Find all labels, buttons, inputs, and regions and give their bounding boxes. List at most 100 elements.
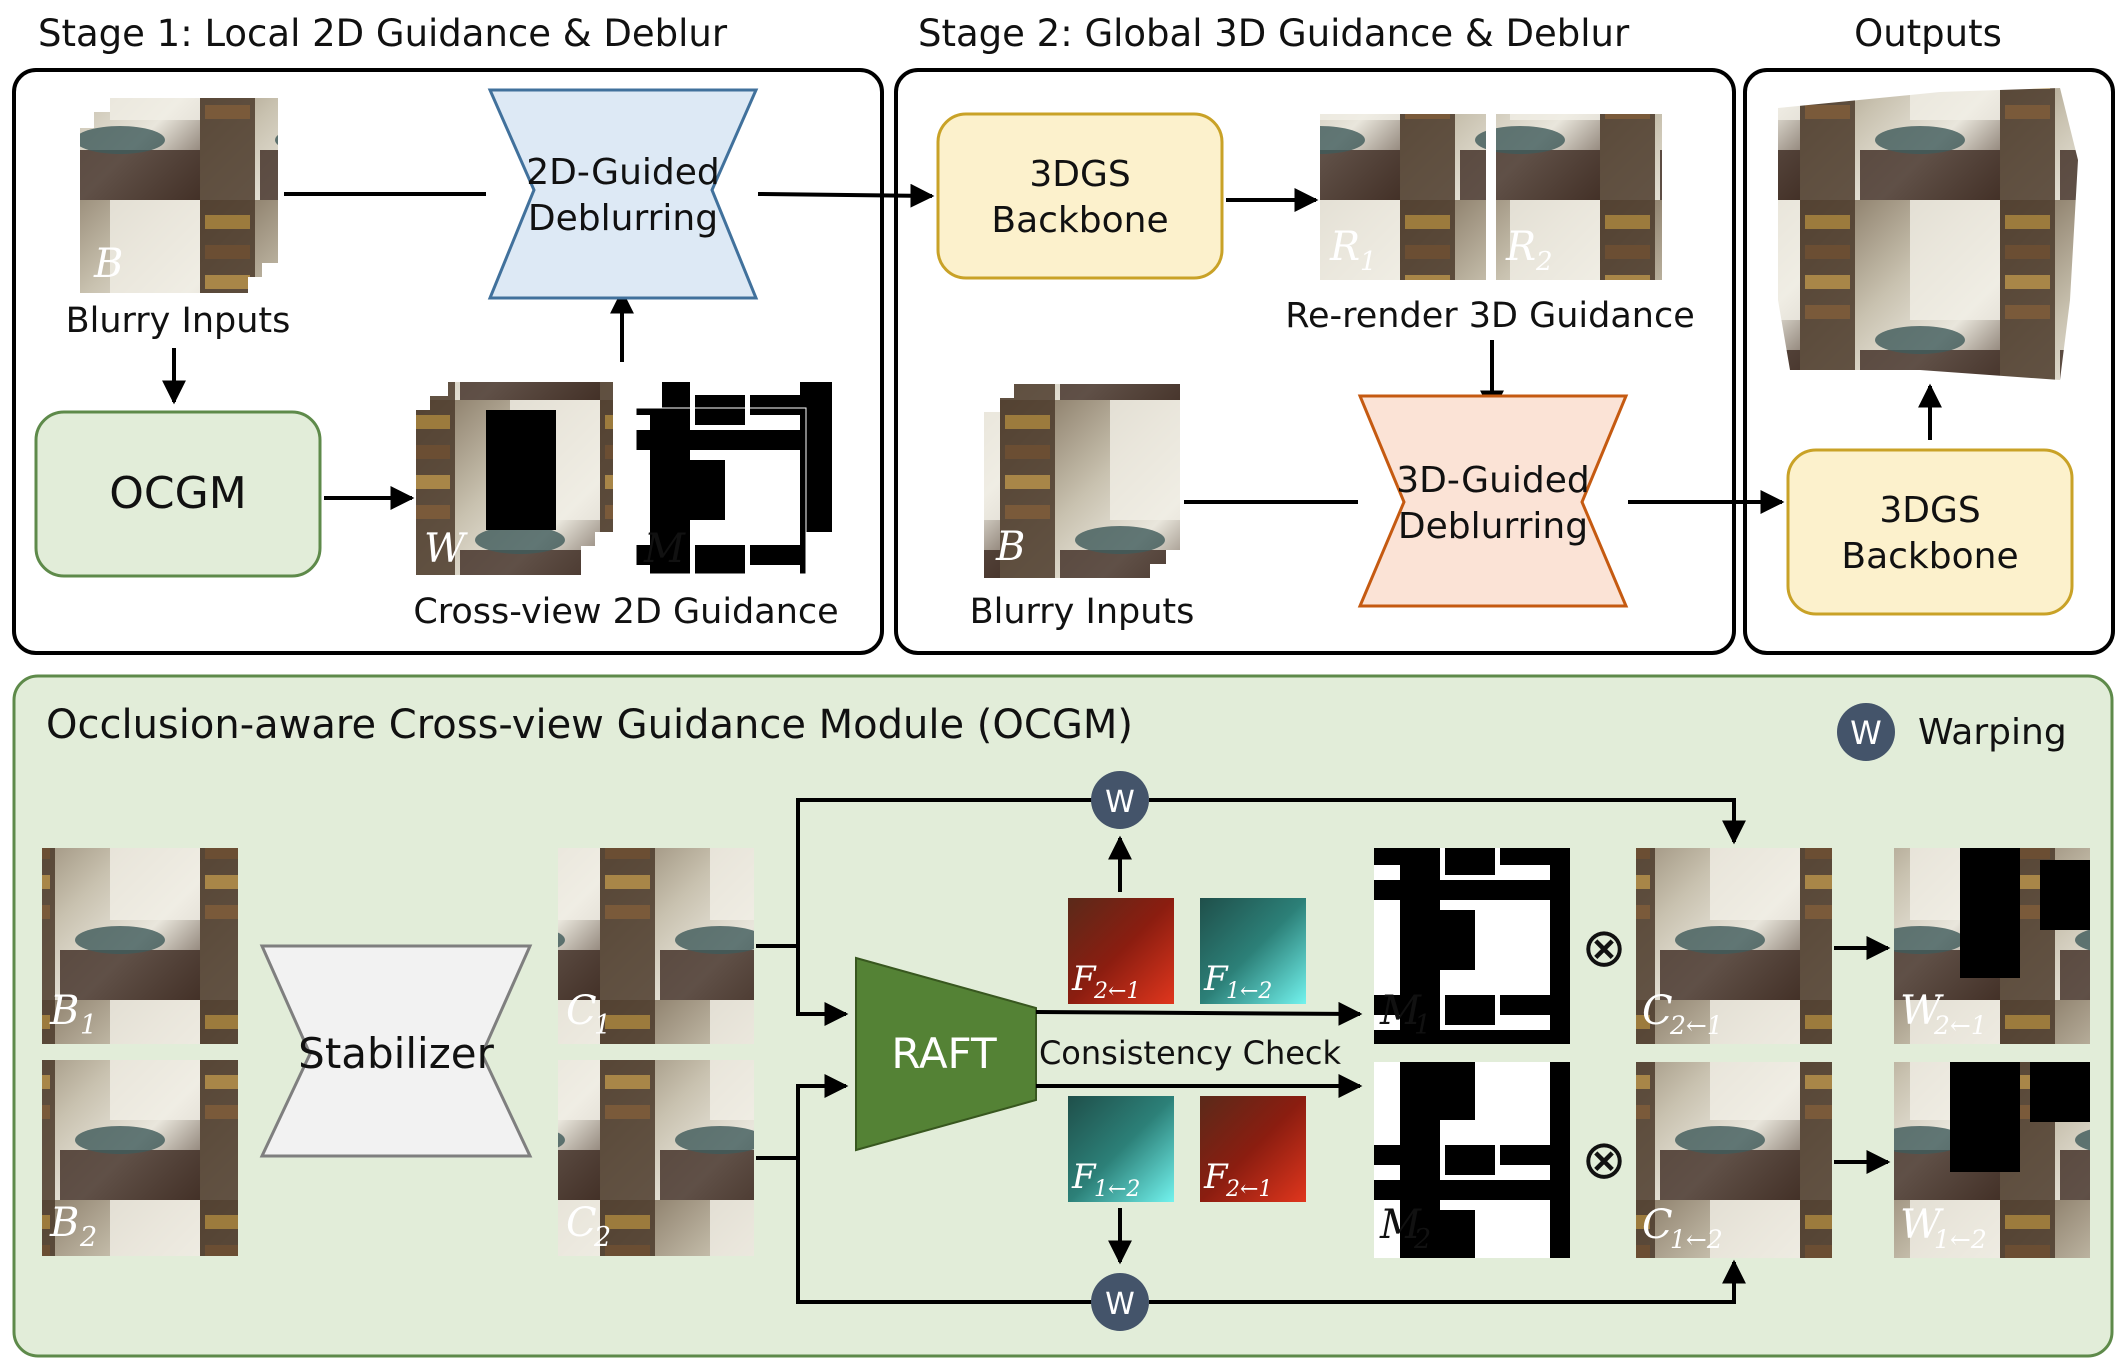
arrow-c1-to-raft — [756, 944, 849, 1026]
svg-text:W: W — [1105, 785, 1135, 820]
flow-top-left: F 2←1 — [1068, 898, 1174, 1004]
flow-top-right: F 1←2 — [1200, 898, 1306, 1004]
ocgm-c21: C 2←1 — [1636, 848, 1832, 1044]
ocgm-w21: W 2←1 — [1894, 848, 2090, 1044]
outputs-panel — [1743, 68, 2115, 655]
multiply-icon-top: ⊗ — [1581, 916, 1626, 979]
warping-legend-symbol: W — [1850, 714, 1882, 752]
r2-letter: R — [1505, 224, 1536, 270]
r2-sub: 2 — [1535, 247, 1553, 277]
svg-text:W: W — [1900, 988, 1944, 1034]
svg-text:C: C — [566, 1200, 597, 1246]
stage2-blurry-stack: B — [984, 384, 1180, 578]
warping-legend-icon — [1837, 703, 1895, 761]
svg-text:C: C — [1642, 1202, 1673, 1248]
stage1-title: Stage 1: Local 2D Guidance & Deblur — [38, 12, 728, 55]
svg-text:1←2: 1←2 — [1094, 1177, 1140, 1202]
stage1-mask-letter: M — [643, 526, 686, 572]
svg-text:B: B — [49, 988, 79, 1034]
svg-text:2: 2 — [1413, 1224, 1431, 1255]
arrow-deblur2d-to-backbone — [757, 183, 935, 208]
stage1-warp-letter: W — [424, 526, 468, 572]
output-backbone-block: 3DGS Backbone — [1786, 448, 2074, 616]
stage2-backbone-line1: 3DGS — [1029, 154, 1130, 195]
svg-text:1←2: 1←2 — [1226, 979, 1272, 1004]
svg-text:C: C — [1642, 988, 1673, 1034]
svg-text:W: W — [1105, 1287, 1135, 1322]
line-c2-to-warp-bottom — [796, 1158, 1094, 1304]
consistency-label: Consistency Check — [1039, 1034, 1342, 1072]
rerender-r1: R 1 — [1320, 114, 1486, 280]
svg-text:M: M — [1379, 988, 1422, 1034]
rerender-label: Re-render 3D Guidance — [1285, 296, 1695, 336]
ocgm-m1: M 1 — [1374, 848, 1570, 1044]
svg-text:2←1: 2←1 — [1225, 1177, 1272, 1202]
stage1-guidance-label: Cross-view 2D Guidance — [413, 592, 838, 632]
ocgm-b2: B 2 — [42, 1060, 238, 1256]
svg-text:2: 2 — [593, 1222, 611, 1253]
r1-sub: 1 — [1360, 247, 1377, 277]
output-render — [1778, 88, 2078, 380]
multiply-icon-bottom: ⊗ — [1581, 1128, 1626, 1191]
ocgm-block-label: OCGM — [109, 468, 246, 519]
stage1-panel — [12, 68, 884, 655]
output-backbone-line2: Backbone — [1841, 536, 2018, 577]
stabilizer-block: Stabilizer — [259, 944, 533, 1158]
line-c1-to-warp-top — [796, 798, 1094, 946]
stage2-panel — [894, 68, 1736, 655]
deblur3d-line1: 3D-Guided — [1396, 460, 1590, 501]
raft-block: RAFT — [855, 956, 1037, 1152]
svg-text:M: M — [1379, 1202, 1422, 1248]
deblur2d-block: 2D-Guided Deblurring — [487, 88, 759, 300]
stage2-blurry-letter: B — [995, 524, 1025, 570]
flow-bot-right: F 2←1 — [1200, 1096, 1306, 1202]
svg-text:2←1: 2←1 — [1933, 1011, 1987, 1040]
svg-text:1: 1 — [80, 1010, 97, 1041]
arrow-c2-to-raft — [756, 1074, 849, 1160]
stage1-blurry-label: Blurry Inputs — [66, 301, 291, 341]
ocgm-w12: W 1←2 — [1894, 1062, 2090, 1258]
svg-text:F: F — [1203, 1157, 1229, 1197]
ocgm-b1: B 1 — [42, 848, 238, 1044]
rerender-r2: R 2 — [1496, 114, 1662, 280]
outputs-title: Outputs — [1854, 12, 2002, 55]
warp-top-icon: W — [1091, 771, 1149, 829]
ocgm-block: OCGM — [34, 410, 322, 578]
stabilizer-label: Stabilizer — [298, 1029, 494, 1078]
svg-text:1: 1 — [1414, 1010, 1431, 1041]
stage2-backbone-line2: Backbone — [991, 200, 1168, 241]
raft-label: RAFT — [891, 1029, 997, 1078]
stage1-blurry-letter: B — [93, 241, 123, 287]
stage2-title: Stage 2: Global 3D Guidance & Deblur — [918, 12, 1630, 55]
flow-bot-left: F 1←2 — [1068, 1096, 1174, 1202]
svg-text:1←2: 1←2 — [1670, 1225, 1723, 1254]
ocgm-c1: C 1 — [558, 848, 754, 1044]
svg-text:2←1: 2←1 — [1093, 979, 1140, 1004]
stage2-backbone-block: 3DGS Backbone — [936, 112, 1224, 280]
svg-text:F: F — [1203, 959, 1229, 999]
arrow-warp-to-c12 — [1149, 1259, 1746, 1304]
warping-legend-label: Warping — [1918, 712, 2067, 753]
ocgm-c2: C 2 — [558, 1060, 754, 1256]
deblur2d-line2: Deblurring — [528, 198, 718, 239]
deblur2d-line1: 2D-Guided — [526, 152, 720, 193]
deblur3d-line2: Deblurring — [1398, 506, 1588, 547]
svg-text:F: F — [1071, 959, 1097, 999]
svg-text:C: C — [566, 988, 597, 1034]
arrow-raft-to-m1 — [1035, 1001, 1363, 1026]
stage1-warped-stack: W — [416, 382, 613, 575]
svg-text:2←1: 2←1 — [1669, 1011, 1723, 1040]
stage2-blurry-label: Blurry Inputs — [970, 592, 1195, 632]
warp-bottom-icon: W — [1091, 1273, 1149, 1331]
svg-text:B: B — [49, 1200, 79, 1246]
svg-text:W: W — [1900, 1202, 1944, 1248]
svg-text:1←2: 1←2 — [1934, 1225, 1987, 1254]
ocgm-c12: C 1←2 — [1636, 1062, 1832, 1258]
deblur3d-block: 3D-Guided Deblurring — [1357, 394, 1629, 608]
svg-text:F: F — [1071, 1157, 1097, 1197]
ocgm-m2: M 2 — [1374, 1062, 1570, 1258]
stage1-mask-stack: M — [635, 382, 832, 575]
svg-text:2: 2 — [79, 1222, 97, 1253]
